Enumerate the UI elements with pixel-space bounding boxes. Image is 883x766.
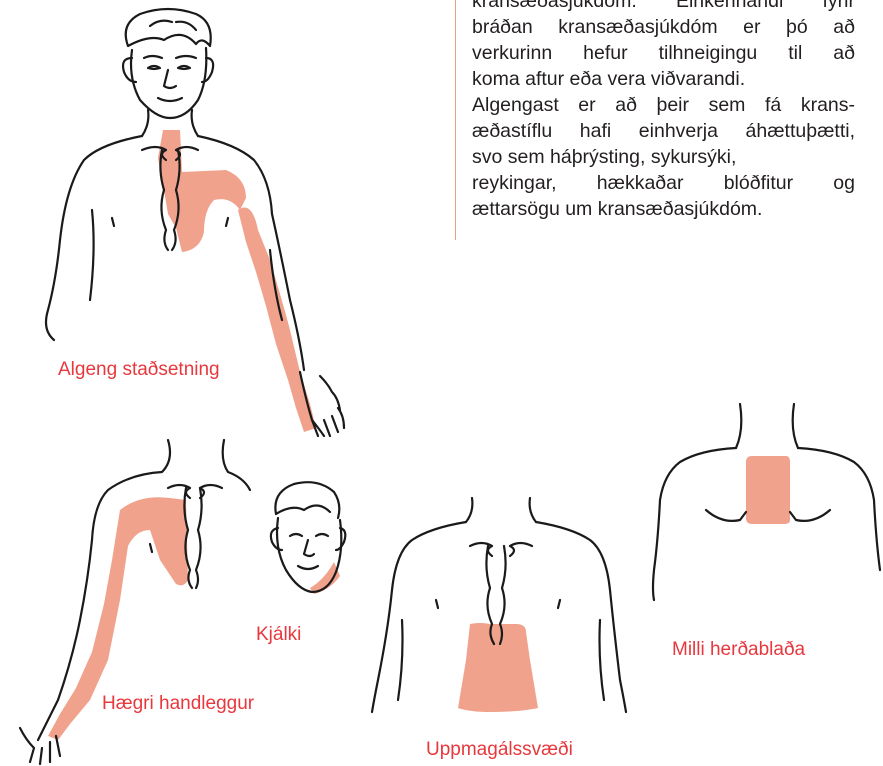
article-line: bráðan kransæðasjúkdóm er þó að [472,14,855,40]
pain-zone-between-shoulder-blades [746,456,790,524]
eyes [290,534,328,536]
eyebrows [144,56,196,58]
article-line: kransæðasjúkdóm. Einkennandi fyrir [472,0,855,14]
caption-epigastric: Uppmagálssvæði [426,740,573,759]
article-line: ættarsögu um kransæðasjúkdóm. [472,196,855,222]
collarbones [470,543,532,556]
hair-outline [275,482,339,518]
figure-back [653,404,880,600]
caption-right-arm: Hægri handleggur [102,694,254,713]
nipples [112,218,228,226]
article-line: æðastíflu hafi einhverja áhættuþætti, [472,118,855,144]
nipples [436,600,560,608]
article-line: svo sem háþrýsting, sykursýki, [472,144,855,170]
article-excerpt: kransæðasjúkdóm. Einkennandi fyrir bráða… [455,0,855,240]
figure-epigastric [372,498,626,712]
neck-outline [466,498,536,522]
figure-jaw [271,482,345,594]
caption-common-location: Algeng staðsetning [58,360,220,379]
hair-outline [126,9,211,46]
caption-between-shoulder-blades: Milli herðablaða [672,640,805,659]
pain-zone-sternum-left-chest [158,130,246,252]
figure-right-arm [20,440,250,764]
pain-zone-epigastric [458,623,538,712]
nose [304,540,314,556]
right-arm-inner [90,210,94,300]
eyes [148,66,190,69]
article-line: reykingar, hækkaðar blóðfitur og [472,170,855,196]
article-line: verkurinn hefur tilhneigingu til að [472,40,855,66]
caption-jaw: Kjálki [256,625,301,644]
ear-left [123,58,136,82]
article-line: Algengast er að þeir sem fá krans- [472,92,855,118]
neck-outline [736,404,798,448]
article-line: koma aftur eða vera viðvarandi. [472,66,855,92]
mouth [298,566,318,569]
collarbones [168,485,222,498]
nipple [150,544,152,552]
nose [164,70,176,88]
mouth [158,98,182,101]
